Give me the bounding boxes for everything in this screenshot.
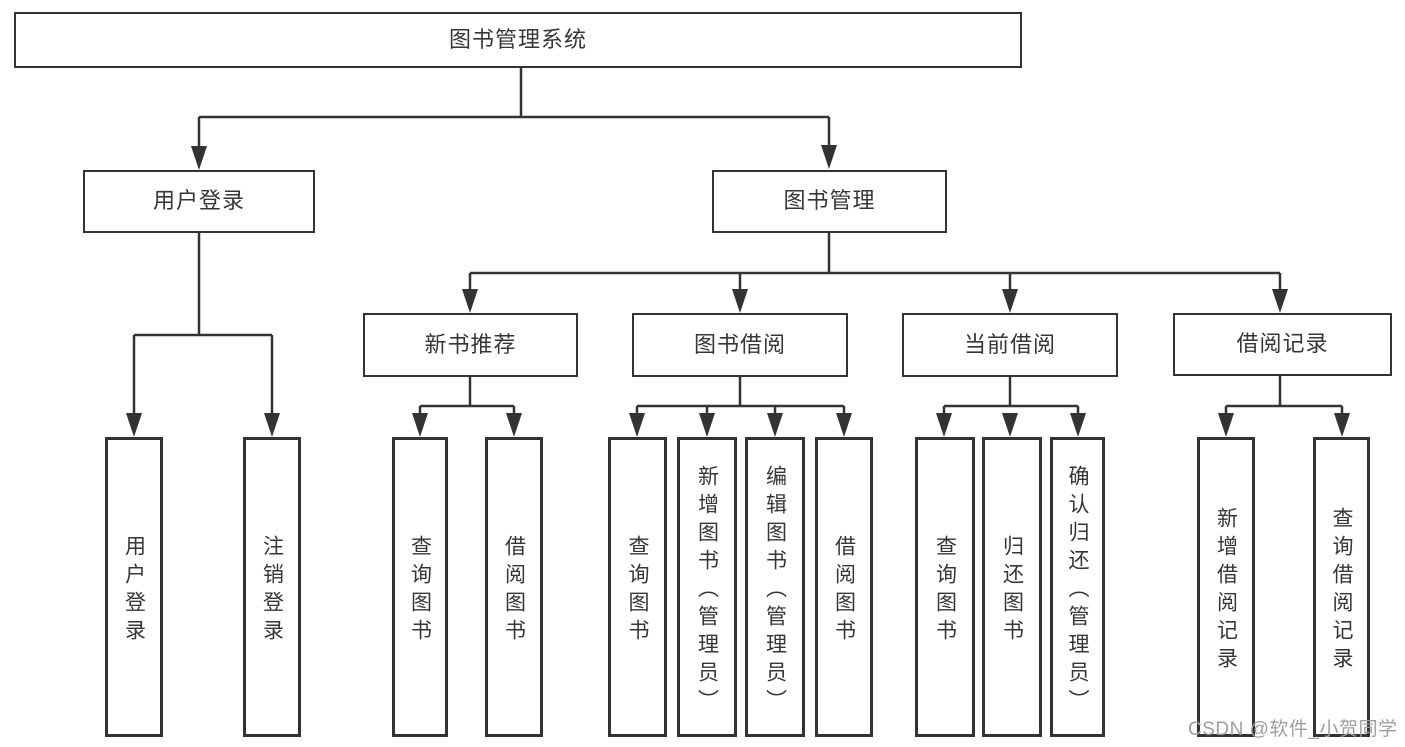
arrowhead-icon (1272, 289, 1288, 313)
arrowhead-icon (732, 289, 748, 313)
leaf-newbook-borrow-books: 借阅图书 (485, 437, 543, 737)
leaf-current-query-books: 查询图书 (915, 437, 975, 737)
leaf-user-login: 用户登录 (105, 437, 163, 737)
arrowhead-icon (936, 413, 952, 437)
arrowhead-icon (264, 413, 280, 437)
leaf-borrow-query-books: 查询图书 (608, 437, 667, 737)
leaf-borrow-add-books-admin: 新增图书（管理员） (677, 437, 737, 737)
arrowhead-icon (126, 413, 142, 437)
arrowhead-icon (1002, 413, 1018, 437)
arrowhead-icon (506, 413, 522, 437)
connector-bookborrow-to-leaves (635, 377, 846, 416)
node-user-login: 用户登录 (83, 170, 315, 233)
arrowhead-icon (836, 413, 852, 437)
connector-bookmgmt-to-level3 (468, 233, 1282, 292)
connector-borrowrecord-to-leaves (1224, 376, 1344, 416)
csdn-watermark: CSDN @软件_小贺同学 (1188, 719, 1398, 740)
connector-root-to-level2 (197, 68, 831, 150)
node-library-system: 图书管理系统 (14, 12, 1022, 68)
node-borrowing-records: 借阅记录 (1173, 313, 1392, 376)
connector-currentborrow-to-leaves (942, 377, 1080, 416)
leaf-newbook-query-books: 查询图书 (392, 437, 448, 737)
leaf-current-return-books: 归还图书 (982, 437, 1042, 737)
arrowhead-icon (767, 413, 783, 437)
node-book-management: 图书管理 (712, 170, 947, 233)
leaf-logout: 注销登录 (243, 437, 301, 737)
arrowhead-icon (699, 413, 715, 437)
connector-userlogin-to-leaves (132, 233, 274, 416)
node-current-borrowing: 当前借阅 (902, 313, 1118, 377)
arrowheads (126, 145, 1350, 437)
node-new-book-recommend: 新书推荐 (363, 313, 578, 377)
arrowhead-icon (462, 289, 478, 313)
arrowhead-icon (412, 413, 428, 437)
node-book-borrowing: 图书借阅 (632, 313, 848, 377)
arrowhead-icon (191, 146, 207, 170)
arrowhead-icon (1070, 413, 1086, 437)
leaf-record-add-borrow-record: 新增借阅记录 (1197, 437, 1255, 737)
arrowhead-icon (821, 145, 837, 169)
arrowhead-icon (1218, 413, 1234, 437)
leaf-record-query-borrow-record: 查询借阅记录 (1313, 437, 1370, 737)
connector-newbook-to-leaves (418, 377, 516, 416)
leaf-borrow-edit-books-admin: 编辑图书（管理员） (745, 437, 805, 737)
arrowhead-icon (1334, 413, 1350, 437)
leaf-current-confirm-return-admin: 确认归还（管理员） (1050, 437, 1105, 737)
leaf-borrow-borrow-books: 借阅图书 (815, 437, 873, 737)
arrowhead-icon (1002, 289, 1018, 313)
arrowhead-icon (629, 413, 645, 437)
